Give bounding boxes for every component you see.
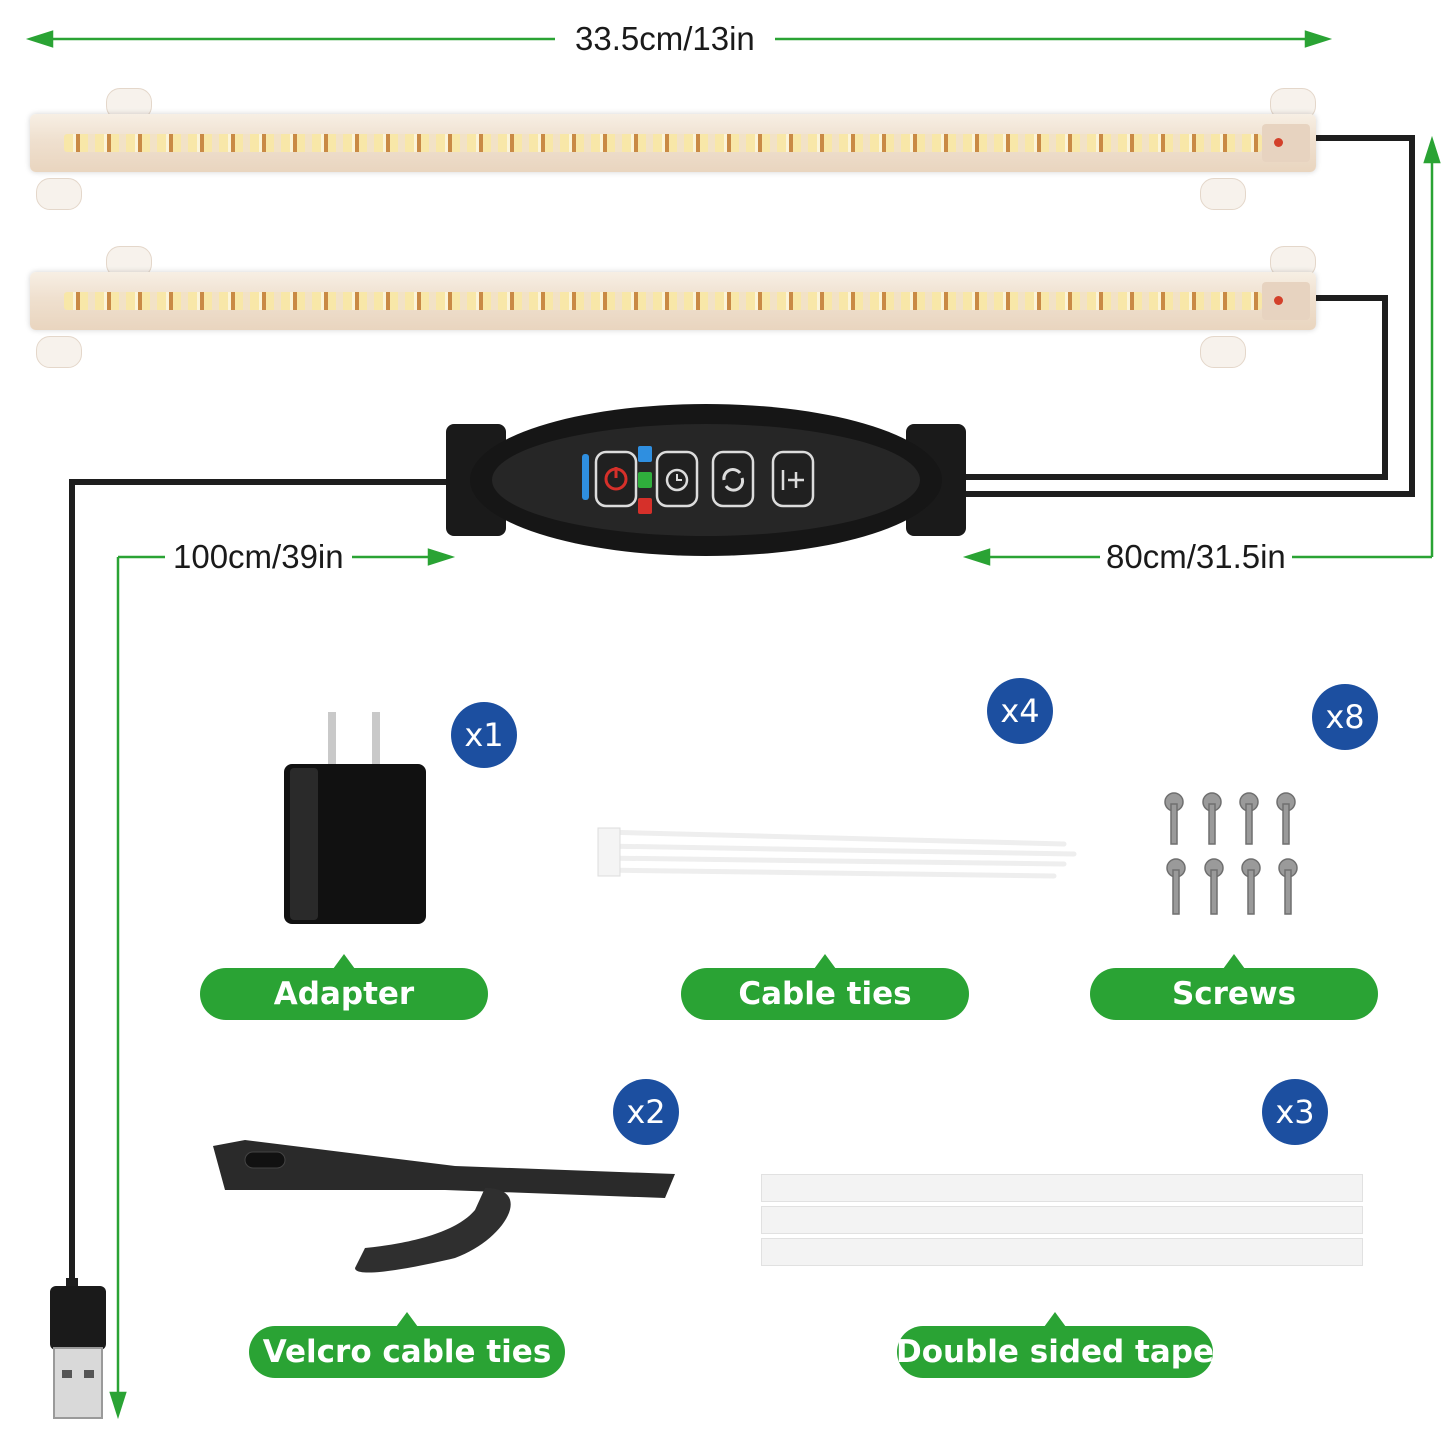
mounting-clip: [1200, 336, 1246, 368]
adapter-label: Adapter: [200, 954, 488, 1020]
power-adapter-icon: [284, 712, 426, 924]
quantity-badge: x2: [613, 1079, 679, 1145]
mounting-clip: [36, 178, 82, 210]
mounting-clip: [1200, 178, 1246, 210]
cable-ties-icon: [597, 827, 1077, 879]
strip-length-label: 33.5cm/13in: [555, 19, 775, 59]
timer-indicator-12h: [638, 498, 652, 514]
led-grow-strip-bottom: [30, 272, 1316, 330]
timer-button[interactable]: [655, 450, 699, 508]
led-row: [64, 134, 1262, 152]
strip-endcap: [1262, 282, 1310, 320]
strip-endcap: [1262, 124, 1310, 162]
quantity-badge: x1: [451, 702, 517, 768]
mode-switch-button[interactable]: [711, 450, 755, 508]
tape-strips-icon: [761, 1174, 1363, 1268]
led-grow-strip-top: [30, 114, 1316, 172]
double-sided-tape-label: Double sided tape: [896, 1312, 1214, 1378]
mounting-clip: [36, 336, 82, 368]
quantity-badge: x8: [1312, 684, 1378, 750]
quantity-badge: x3: [1262, 1079, 1328, 1145]
timer-indicator-9h: [638, 472, 652, 488]
usb-plug-icon: [50, 1278, 106, 1419]
timer-indicator-3h: [638, 446, 652, 462]
cable-ties-label: Cable ties: [681, 954, 969, 1020]
velcro-cable-ties-label: Velcro cable ties: [249, 1312, 565, 1378]
power-button[interactable]: [594, 450, 638, 508]
screws-icon: [1164, 792, 1298, 915]
screws-label: Screws: [1090, 954, 1378, 1020]
inline-controller: [446, 404, 966, 556]
strip-cable-length-label: 80cm/31.5in: [1100, 537, 1292, 577]
led-row: [64, 292, 1262, 310]
quantity-badge: x4: [987, 678, 1053, 744]
adapter-cable-length-label: 100cm/39in: [165, 537, 352, 577]
velcro-strap-icon: [213, 1140, 675, 1273]
brightness-button[interactable]: [771, 450, 815, 508]
